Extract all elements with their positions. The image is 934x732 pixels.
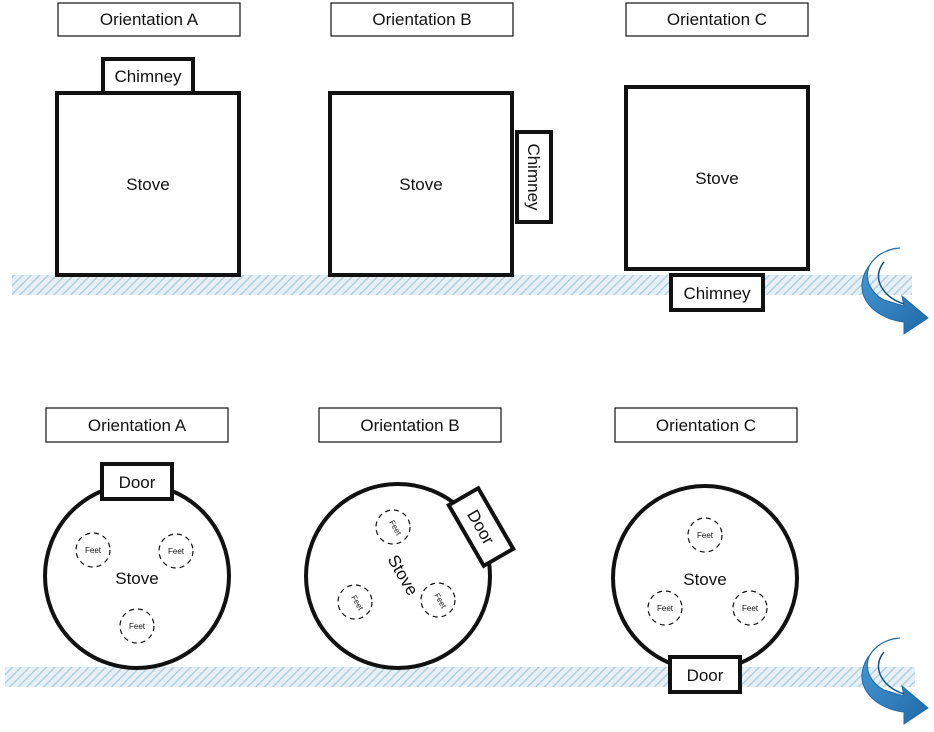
orientation-label-top-c: Orientation C — [625, 2, 809, 37]
ground-surface-bottom — [5, 667, 915, 687]
stove-round-a: Door Stove Feet Feet Feet — [43, 462, 231, 670]
stove-label-round-a: Stove — [115, 569, 158, 588]
chimney-label-a: Chimney — [114, 67, 182, 86]
ground-surface-top — [12, 275, 912, 295]
svg-text:Orientation C: Orientation C — [656, 416, 756, 435]
door-label-c: Door — [687, 666, 724, 685]
orientation-label-bottom-c: Orientation C — [614, 407, 798, 443]
foot-a-2: Feet — [158, 533, 194, 569]
stove-square-c: Stove Chimney — [624, 85, 810, 312]
svg-text:Orientation B: Orientation B — [372, 10, 471, 29]
stove-square-b: Stove Chimney — [328, 91, 553, 277]
svg-text:Feet: Feet — [697, 531, 714, 540]
door-label-a: Door — [119, 473, 156, 492]
foot-c-3: Feet — [732, 590, 768, 626]
orientation-label-bottom-a: Orientation A — [45, 407, 229, 443]
stove-label-b: Stove — [399, 175, 442, 194]
svg-text:Orientation B: Orientation B — [360, 416, 459, 435]
orientation-label-top-a: Orientation A — [57, 2, 241, 37]
stove-round-c: Door Stove Feet Feet Feet — [611, 484, 799, 694]
rotation-arrow-icon — [861, 247, 929, 335]
svg-text:Orientation A: Orientation A — [88, 416, 187, 435]
stove-label-a: Stove — [126, 175, 169, 194]
svg-text:Feet: Feet — [85, 546, 102, 555]
foot-a-1: Feet — [75, 532, 111, 568]
svg-text:Feet: Feet — [657, 604, 674, 613]
orientation-label-top-b: Orientation B — [330, 2, 514, 37]
stove-label-round-c: Stove — [683, 570, 726, 589]
svg-text:Orientation C: Orientation C — [667, 10, 767, 29]
stove-label-c: Stove — [695, 169, 738, 188]
foot-c-2: Feet — [647, 590, 683, 626]
foot-a-3: Feet — [119, 608, 155, 644]
chimney-label-b: Chimney — [524, 143, 543, 211]
svg-text:Feet: Feet — [168, 547, 185, 556]
svg-text:Feet: Feet — [742, 604, 759, 613]
svg-text:Orientation A: Orientation A — [100, 10, 199, 29]
stove-square-a: Chimney Stove — [55, 57, 241, 277]
svg-text:Feet: Feet — [129, 622, 146, 631]
rotation-arrow-icon — [861, 637, 929, 725]
foot-c-1: Feet — [687, 517, 723, 553]
stove-round-b: Door Stove Feet Feet Feet — [304, 482, 516, 670]
orientation-label-bottom-b: Orientation B — [318, 407, 502, 443]
chimney-label-c: Chimney — [683, 284, 751, 303]
